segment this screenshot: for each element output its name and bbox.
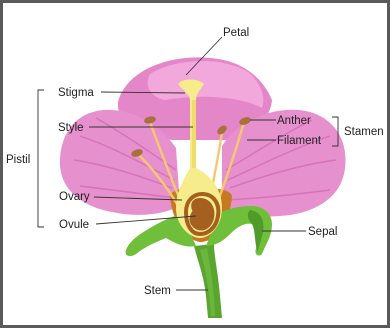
label-stem: Stem: [144, 285, 171, 297]
label-anther: Anther: [277, 115, 311, 127]
label-style: Style: [58, 122, 84, 134]
label-pistil: Pistil: [6, 154, 30, 166]
label-petal: Petal: [223, 27, 249, 39]
label-ovary: Ovary: [59, 191, 90, 203]
label-filament: Filament: [277, 135, 322, 147]
label-sepal: Sepal: [308, 226, 337, 238]
label-stamen: Stamen: [344, 126, 384, 138]
label-ovule: Ovule: [59, 219, 89, 231]
label-stigma: Stigma: [58, 87, 94, 99]
style-shade: [192, 100, 196, 168]
